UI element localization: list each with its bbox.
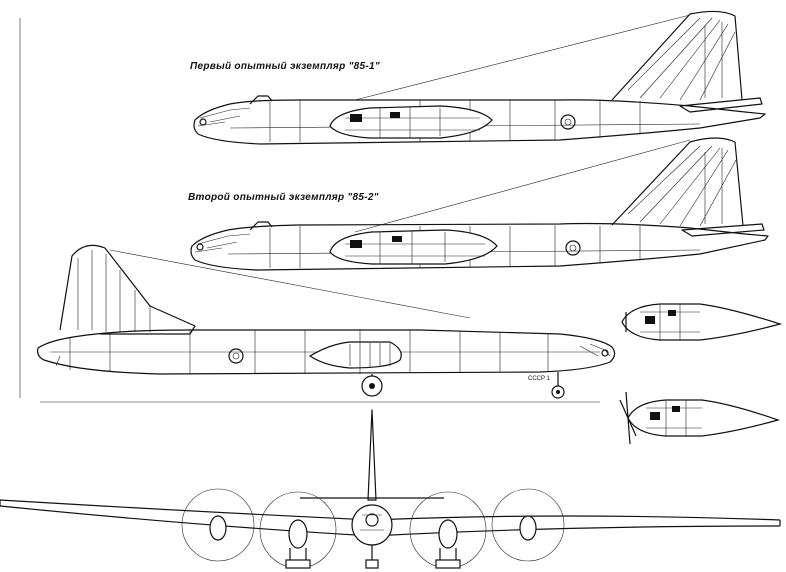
prototype-2-caption: Второй опытный экземпляр "85-2" — [188, 192, 379, 203]
profile-85-2 — [190, 137, 769, 271]
nacelle-variant-upper — [621, 303, 783, 341]
profile-85-1 — [193, 10, 766, 145]
profile-lower: СССР 1 — [37, 244, 616, 399]
nacelle-variant-lower — [619, 391, 781, 445]
prototype-1-caption: Первый опытный экземпляр "85-1" — [190, 61, 380, 72]
tail-code-text: СССР 1 — [528, 376, 551, 382]
front-view — [0, 409, 781, 569]
